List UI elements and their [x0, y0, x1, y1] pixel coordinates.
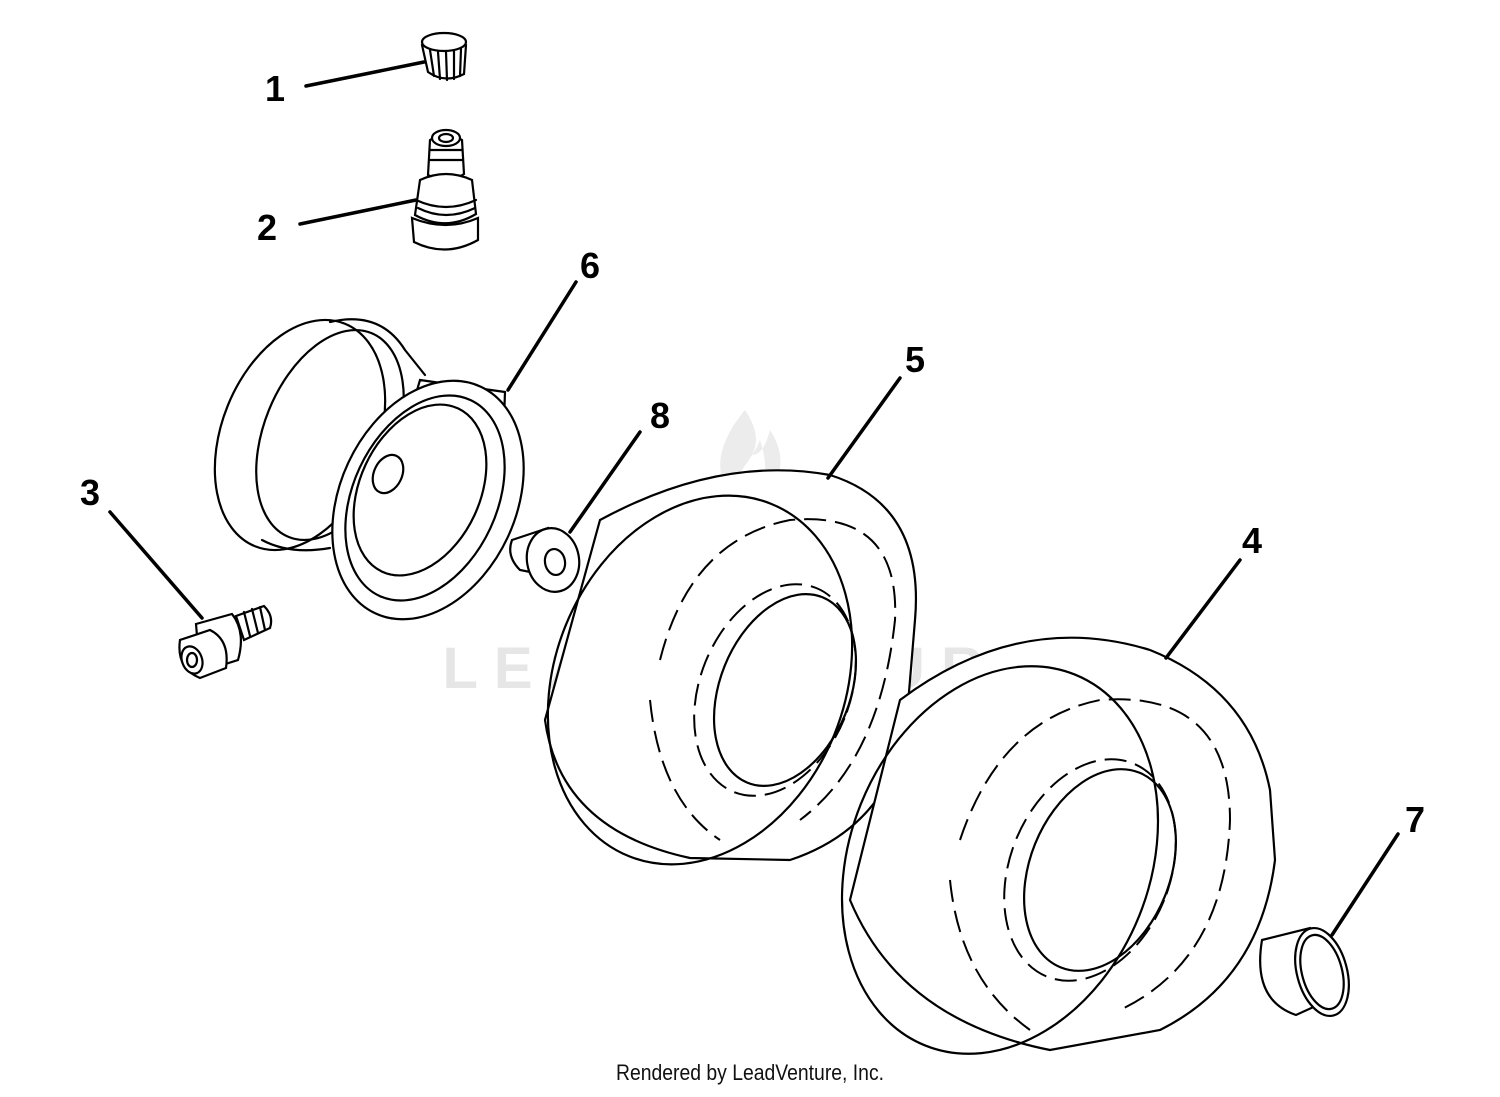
callout-6: 6 — [506, 245, 600, 392]
callout-3: 3 — [80, 472, 204, 620]
callout-2: 2 — [257, 198, 418, 248]
callout-number-2: 2 — [257, 207, 277, 248]
callout-8: 8 — [568, 395, 670, 534]
callout-7: 7 — [1330, 799, 1425, 937]
tire-inner — [543, 469, 917, 866]
tire-outer — [840, 636, 1277, 1055]
hub-cap — [1259, 926, 1350, 1018]
callout-number-5: 5 — [905, 339, 925, 380]
callout-number-7: 7 — [1405, 799, 1425, 840]
callout-number-3: 3 — [80, 472, 100, 513]
callout-number-6: 6 — [580, 245, 600, 286]
rim — [213, 318, 525, 621]
callout-number-8: 8 — [650, 395, 670, 436]
footer-credit: Rendered by LeadVenture, Inc. — [615, 1060, 885, 1085]
valve-stem — [410, 128, 480, 251]
callout-number-4: 4 — [1242, 520, 1262, 561]
callout-1: 1 — [265, 60, 426, 109]
callout-4: 4 — [1164, 520, 1262, 660]
callout-number-1: 1 — [265, 68, 285, 109]
grease-fitting — [178, 604, 273, 680]
callout-5: 5 — [826, 339, 925, 480]
bearing — [509, 526, 581, 593]
valve-cap — [420, 31, 468, 82]
